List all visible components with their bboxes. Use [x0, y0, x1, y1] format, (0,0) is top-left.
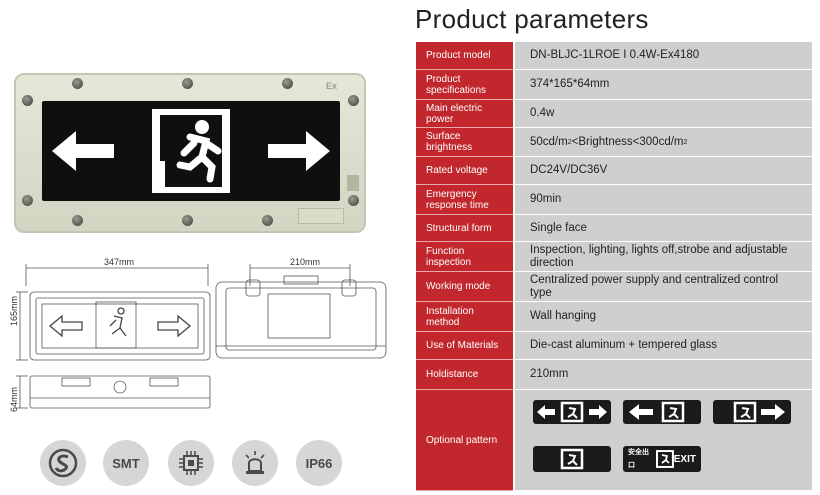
parameters-table: Product model DN-BLJC-1LROE I 0.4W-Ex418… — [416, 42, 812, 491]
row-label: Holdistance — [416, 360, 513, 390]
table-row: Rated voltage DC24V/DC36V — [416, 157, 812, 185]
row-value: Single face — [515, 215, 812, 242]
row-label: Product model — [416, 42, 513, 70]
optional-patterns: 安全出口 EXIT — [515, 390, 812, 491]
smt-icon: SMT — [103, 440, 149, 486]
pattern-exit-text: 安全出口 EXIT — [623, 446, 701, 472]
product-photo: Ex — [14, 73, 366, 233]
row-value: Inspection, lighting, lights off,strobe … — [515, 242, 812, 272]
table-row: Main electric power 0.4w — [416, 100, 812, 128]
side-width-dimension: 210mm — [290, 257, 321, 267]
table-row: Installation method Wall hanging — [416, 302, 812, 332]
table-row: Working mode Centralized power supply an… — [416, 272, 812, 302]
arrow-right-icon — [589, 405, 607, 419]
row-value: DC24V/DC36V — [515, 157, 812, 185]
row-label: Rated voltage — [416, 157, 513, 185]
arrow-right-icon — [761, 404, 785, 420]
brightness-min: 50cd/m — [530, 135, 568, 148]
row-label: Surface brightness — [416, 128, 513, 157]
arrow-left-icon — [629, 404, 653, 420]
screw-icon — [348, 195, 359, 206]
row-label: Use of Materials — [416, 332, 513, 360]
screw-icon — [348, 95, 359, 106]
screw-icon — [72, 78, 83, 89]
row-value: 90min — [515, 185, 812, 215]
ex-mark: Ex — [326, 81, 338, 91]
row-value: 0.4w — [515, 100, 812, 128]
arrow-left-icon — [52, 131, 114, 171]
running-man-icon — [152, 109, 230, 193]
exit-sign-panel — [42, 101, 340, 201]
nameplate — [298, 208, 344, 224]
s-mark-icon — [40, 440, 86, 486]
row-value: Wall hanging — [515, 302, 812, 332]
ip66-icon: IP66 — [296, 440, 342, 486]
table-row: Use of Materials Die-cast aluminum + tem… — [416, 332, 812, 360]
unit-exponent: 2 — [567, 138, 572, 146]
table-row: Emergency response time 90min — [416, 185, 812, 215]
screw-icon — [22, 95, 33, 106]
table-row: Product specifications 374*165*64mm — [416, 70, 812, 100]
arrow-left-icon — [537, 405, 555, 419]
table-row: Function inspection Inspection, lighting… — [416, 242, 812, 272]
arrow-right-icon — [268, 131, 330, 171]
pattern-right-arrow — [713, 400, 791, 424]
chip-icon — [168, 440, 214, 486]
exit-text: EXIT — [673, 453, 696, 465]
screw-icon — [182, 215, 193, 226]
row-label: Optional pattern — [416, 390, 513, 491]
screw-icon — [72, 215, 83, 226]
brightness-max: <Brightness<300cd/m — [571, 135, 684, 148]
screw-icon — [262, 215, 273, 226]
screw-icon — [282, 78, 293, 89]
row-label: Emergency response time — [416, 185, 513, 215]
row-label: Structural form — [416, 215, 513, 242]
side-label — [347, 175, 359, 191]
row-value: DN-BLJC-1LROE I 0.4W-Ex4180 — [515, 42, 812, 70]
width-dimension: 347mm — [104, 257, 135, 267]
running-man-icon — [733, 401, 757, 423]
page-title: Product parameters — [415, 4, 649, 34]
running-man-icon — [661, 401, 685, 423]
row-label: Function inspection — [416, 242, 513, 272]
row-label: Main electric power — [416, 100, 513, 128]
pattern-left-arrow — [623, 400, 701, 424]
unit-exponent: 2 — [683, 138, 688, 146]
table-row: Structural form Single face — [416, 215, 812, 242]
pattern-both-arrows — [533, 400, 611, 424]
table-row: Holdistance 210mm — [416, 360, 812, 390]
row-value: Die-cast aluminum + tempered glass — [515, 332, 812, 360]
table-row: Optional pattern — [416, 390, 812, 491]
front-drawing: 347mm 165mm 64mm — [6, 256, 216, 416]
table-row: Product model DN-BLJC-1LROE I 0.4W-Ex418… — [416, 42, 812, 70]
running-man-icon — [560, 448, 584, 470]
running-man-icon — [655, 450, 674, 468]
row-label: Product specifications — [416, 70, 513, 100]
row-label: Installation method — [416, 302, 513, 332]
row-value: 374*165*64mm — [515, 70, 812, 100]
row-value: Centralized power supply and centralized… — [515, 272, 812, 302]
running-man-icon — [560, 401, 584, 423]
alarm-light-icon — [232, 440, 278, 486]
side-drawing: 210mm — [210, 256, 390, 366]
row-label: Working mode — [416, 272, 513, 302]
pattern-man-only — [533, 446, 611, 472]
screw-icon — [182, 78, 193, 89]
row-value: 210mm — [515, 360, 812, 390]
chinese-exit-text: 安全出口 — [628, 448, 649, 469]
screw-icon — [22, 195, 33, 206]
